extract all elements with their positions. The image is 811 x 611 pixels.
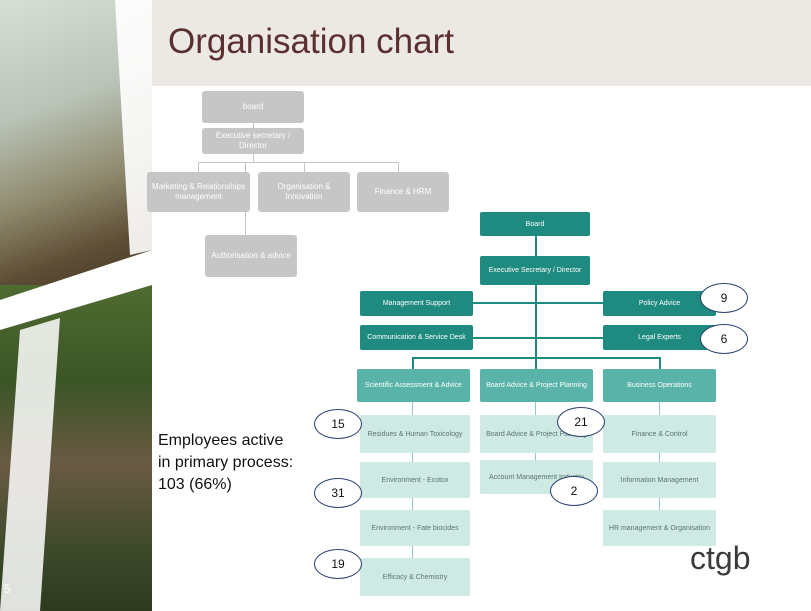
connector bbox=[398, 162, 399, 172]
page-title: Organisation chart bbox=[168, 22, 454, 61]
management-support-box: Management Support bbox=[360, 291, 473, 316]
legal-experts-box: Legal Experts bbox=[603, 325, 716, 350]
new-director-box: Executive Secretary / Director bbox=[480, 256, 590, 285]
environment-fate-box: Environment - Fate biocides bbox=[360, 510, 470, 546]
old-organisation-box: Organisation & Innovation bbox=[258, 172, 350, 212]
environment-ecotox-box: Environment - Ecotox bbox=[360, 462, 470, 498]
connector bbox=[412, 357, 414, 369]
finance-control-box: Finance & Control bbox=[603, 415, 716, 453]
connector bbox=[253, 154, 254, 162]
connector bbox=[535, 357, 537, 369]
connector bbox=[535, 236, 537, 256]
count-account-management: 2 bbox=[550, 476, 598, 506]
count-legal-experts: 6 bbox=[700, 324, 748, 354]
count-board-advice: 21 bbox=[557, 407, 605, 437]
employee-note: Employees active in primary process: 103… bbox=[158, 432, 294, 493]
connector bbox=[198, 162, 199, 172]
count-residues: 15 bbox=[314, 409, 362, 439]
efficacy-box: Efficacy & Chemistry bbox=[360, 558, 470, 596]
new-board-box: Board bbox=[480, 212, 590, 236]
board-advice-header: Board Advice & Project Planning bbox=[480, 369, 593, 402]
old-board-box: board bbox=[202, 91, 304, 123]
residues-box: Residues & Human Toxicology bbox=[360, 415, 470, 453]
information-management-box: Information Management bbox=[603, 462, 716, 498]
connector bbox=[473, 337, 603, 339]
old-marketing-box: Marketing & Relationships management bbox=[147, 172, 250, 212]
connector bbox=[473, 302, 603, 304]
business-operations-header: Business Operations bbox=[603, 369, 716, 402]
connector bbox=[304, 162, 305, 172]
page-number: 5 bbox=[4, 582, 11, 596]
hr-management-box: HR management & Organisation bbox=[603, 510, 716, 546]
connector bbox=[535, 285, 537, 357]
old-finance-box: Finance & HRM bbox=[357, 172, 449, 212]
connector bbox=[659, 357, 661, 369]
count-environment-ecotox: 31 bbox=[314, 478, 362, 508]
decorative-photo-strip bbox=[0, 0, 152, 611]
connector bbox=[253, 123, 254, 128]
connector bbox=[659, 400, 660, 510]
connector bbox=[198, 162, 399, 163]
old-authorisation-box: Authorisation & advice bbox=[205, 235, 297, 277]
policy-advice-box: Policy Advice bbox=[603, 291, 716, 316]
photo-divider-shape bbox=[0, 0, 152, 611]
scientific-assessment-header: Scientific Assessment & Advice bbox=[357, 369, 470, 402]
count-policy-advice: 9 bbox=[700, 283, 748, 313]
ctgb-logo: ctgb bbox=[690, 540, 751, 576]
communication-box: Communication & Service Desk bbox=[360, 325, 473, 350]
title-band bbox=[152, 0, 811, 86]
count-efficacy: 19 bbox=[314, 549, 362, 579]
old-director-box: Executive secretary / Director bbox=[202, 128, 304, 154]
